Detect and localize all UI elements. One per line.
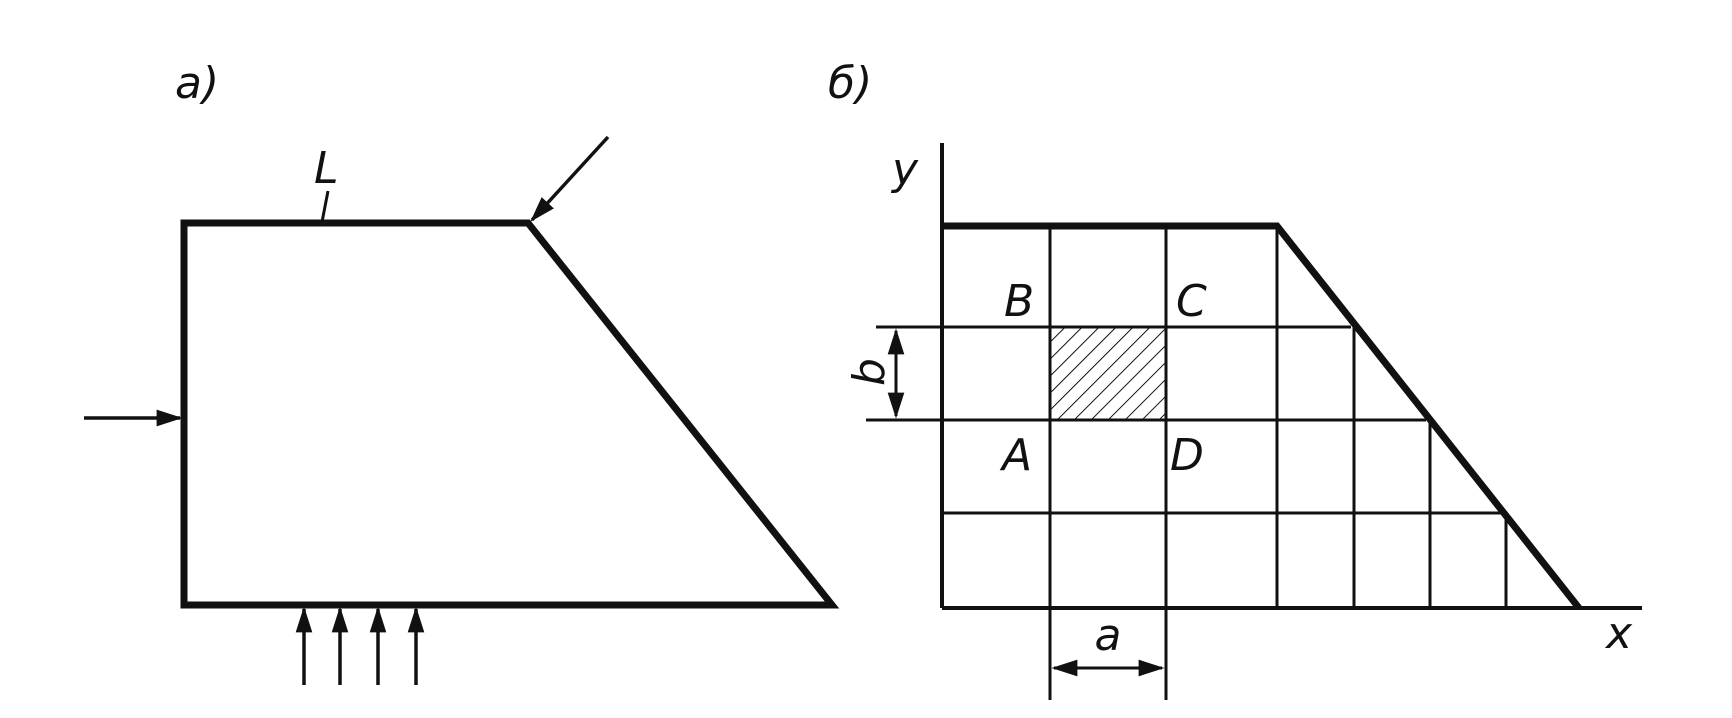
dimension-a-label: a [1095,610,1122,661]
dimension-b-label: b [844,358,895,386]
bottom-distributed-load [295,606,425,685]
panel-a-label: a) [175,58,219,109]
hatched-cell [1050,327,1166,420]
oblique-load-arrow [530,135,610,222]
node-label-c: C [1176,276,1207,327]
boundary-label: L [314,143,339,194]
panel-b-label: б) [828,58,872,109]
finite-difference-grid [866,226,1508,700]
node-label-d: D [1170,430,1204,481]
body-boundary [942,222,1582,611]
y-axis-label: y [890,144,919,195]
trapezoid-body [180,219,840,609]
panel-b: б) y x B C A D b [828,58,1642,700]
node-label-a: A [999,430,1032,481]
x-axis-label: x [1604,608,1633,659]
boundary-leader-line [320,190,330,223]
panel-a: a) L [84,58,840,685]
node-label-b: B [1004,276,1034,327]
